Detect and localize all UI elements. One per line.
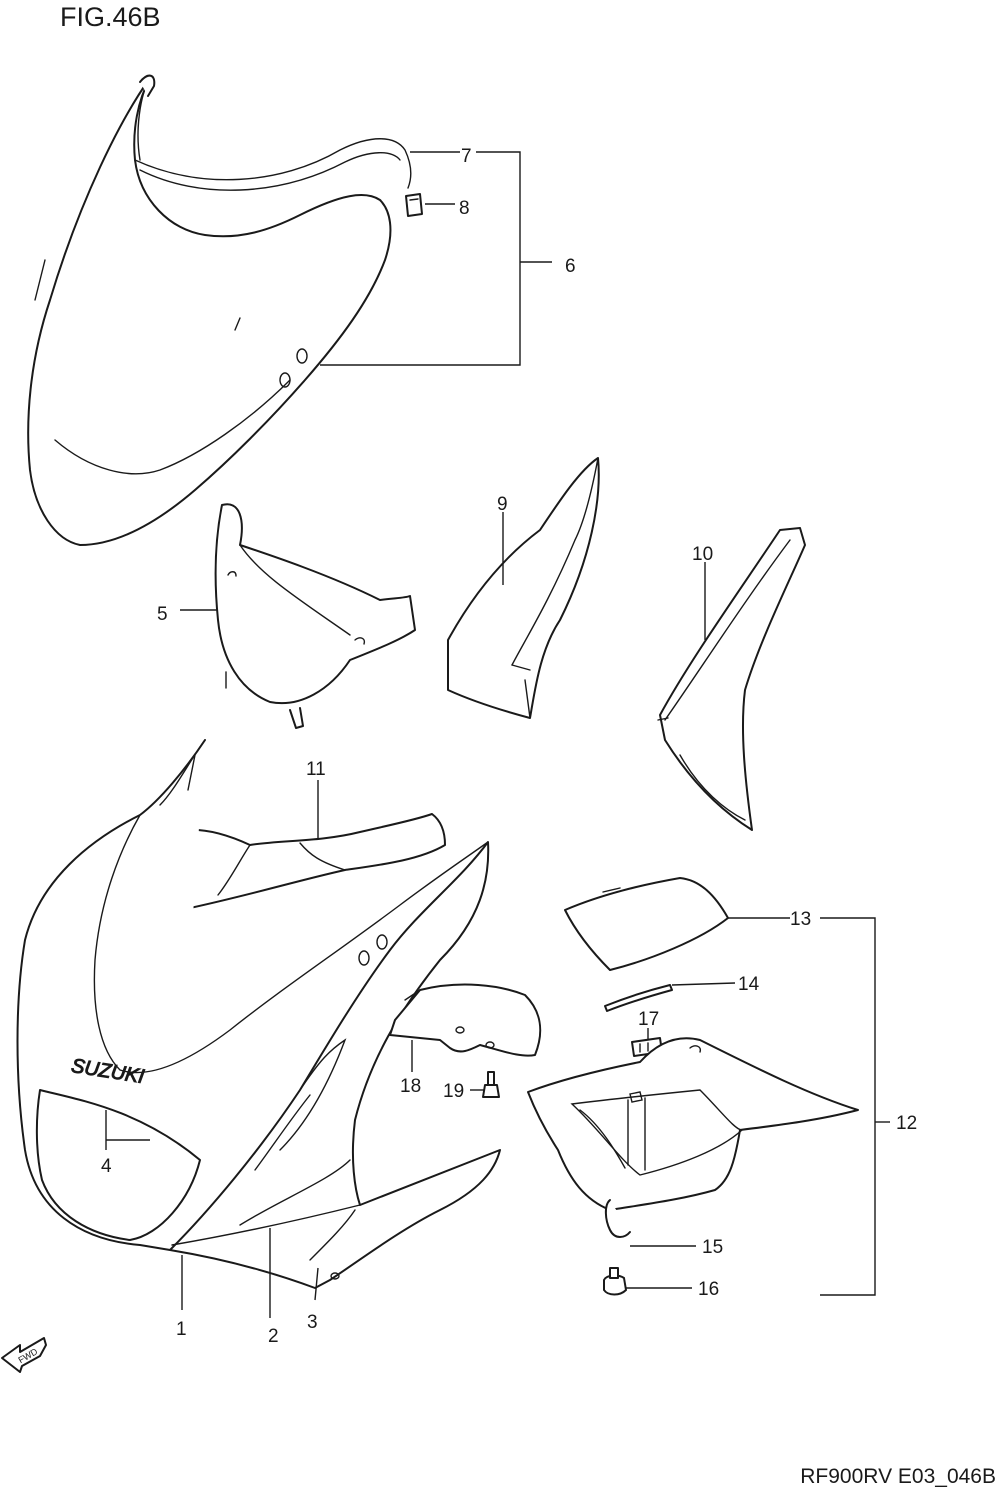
callout-6: 6 — [565, 256, 576, 277]
callout-1: 1 — [176, 1319, 187, 1340]
callout-2: 2 — [268, 1326, 279, 1347]
trim-strip-part — [139, 74, 156, 97]
forward-direction-arrow: FWD — [1, 1337, 47, 1373]
grommet-part — [603, 1267, 627, 1296]
callout-15: 15 — [702, 1237, 723, 1258]
seal-strip-part — [604, 984, 673, 1012]
callout-7: 7 — [461, 146, 472, 167]
callout-13: 13 — [790, 909, 811, 930]
callout-17: 17 — [638, 1009, 659, 1030]
bracket-screw-part — [482, 1071, 500, 1098]
inner-lower-panel-part — [182, 813, 446, 909]
callout-5: 5 — [157, 604, 168, 625]
callout-10: 10 — [692, 544, 713, 565]
callout-19: 19 — [443, 1081, 464, 1102]
leader-lines — [105, 151, 890, 1318]
callout-12: 12 — [896, 1113, 917, 1134]
drawing-code: RF900RV E03_046B — [800, 1465, 996, 1488]
fig-title: FIG.46B — [60, 2, 161, 32]
windscreen-part — [27, 77, 412, 546]
mounting-bracket-part — [389, 983, 542, 1057]
screen-nut-part — [405, 193, 423, 217]
storage-lid-part — [564, 877, 729, 971]
callout-numbers: 1 2 3 4 5 6 7 8 9 10 11 12 13 14 15 16 1… — [101, 146, 917, 1347]
right-side-panel-part — [657, 527, 806, 831]
inner-cowl-part — [214, 503, 416, 729]
callout-18: 18 — [400, 1076, 421, 1097]
callout-4: 4 — [101, 1156, 112, 1177]
callout-14: 14 — [738, 974, 760, 995]
callout-11: 11 — [306, 759, 326, 780]
storage-box-part — [527, 1037, 859, 1211]
callout-8: 8 — [459, 198, 470, 219]
callout-3: 3 — [307, 1312, 318, 1333]
callout-16: 16 — [698, 1279, 719, 1300]
wire-clip-part — [604, 1199, 631, 1238]
main-fairing-part — [16, 739, 501, 1289]
callout-9: 9 — [497, 494, 508, 515]
left-side-panel-part — [447, 457, 600, 719]
